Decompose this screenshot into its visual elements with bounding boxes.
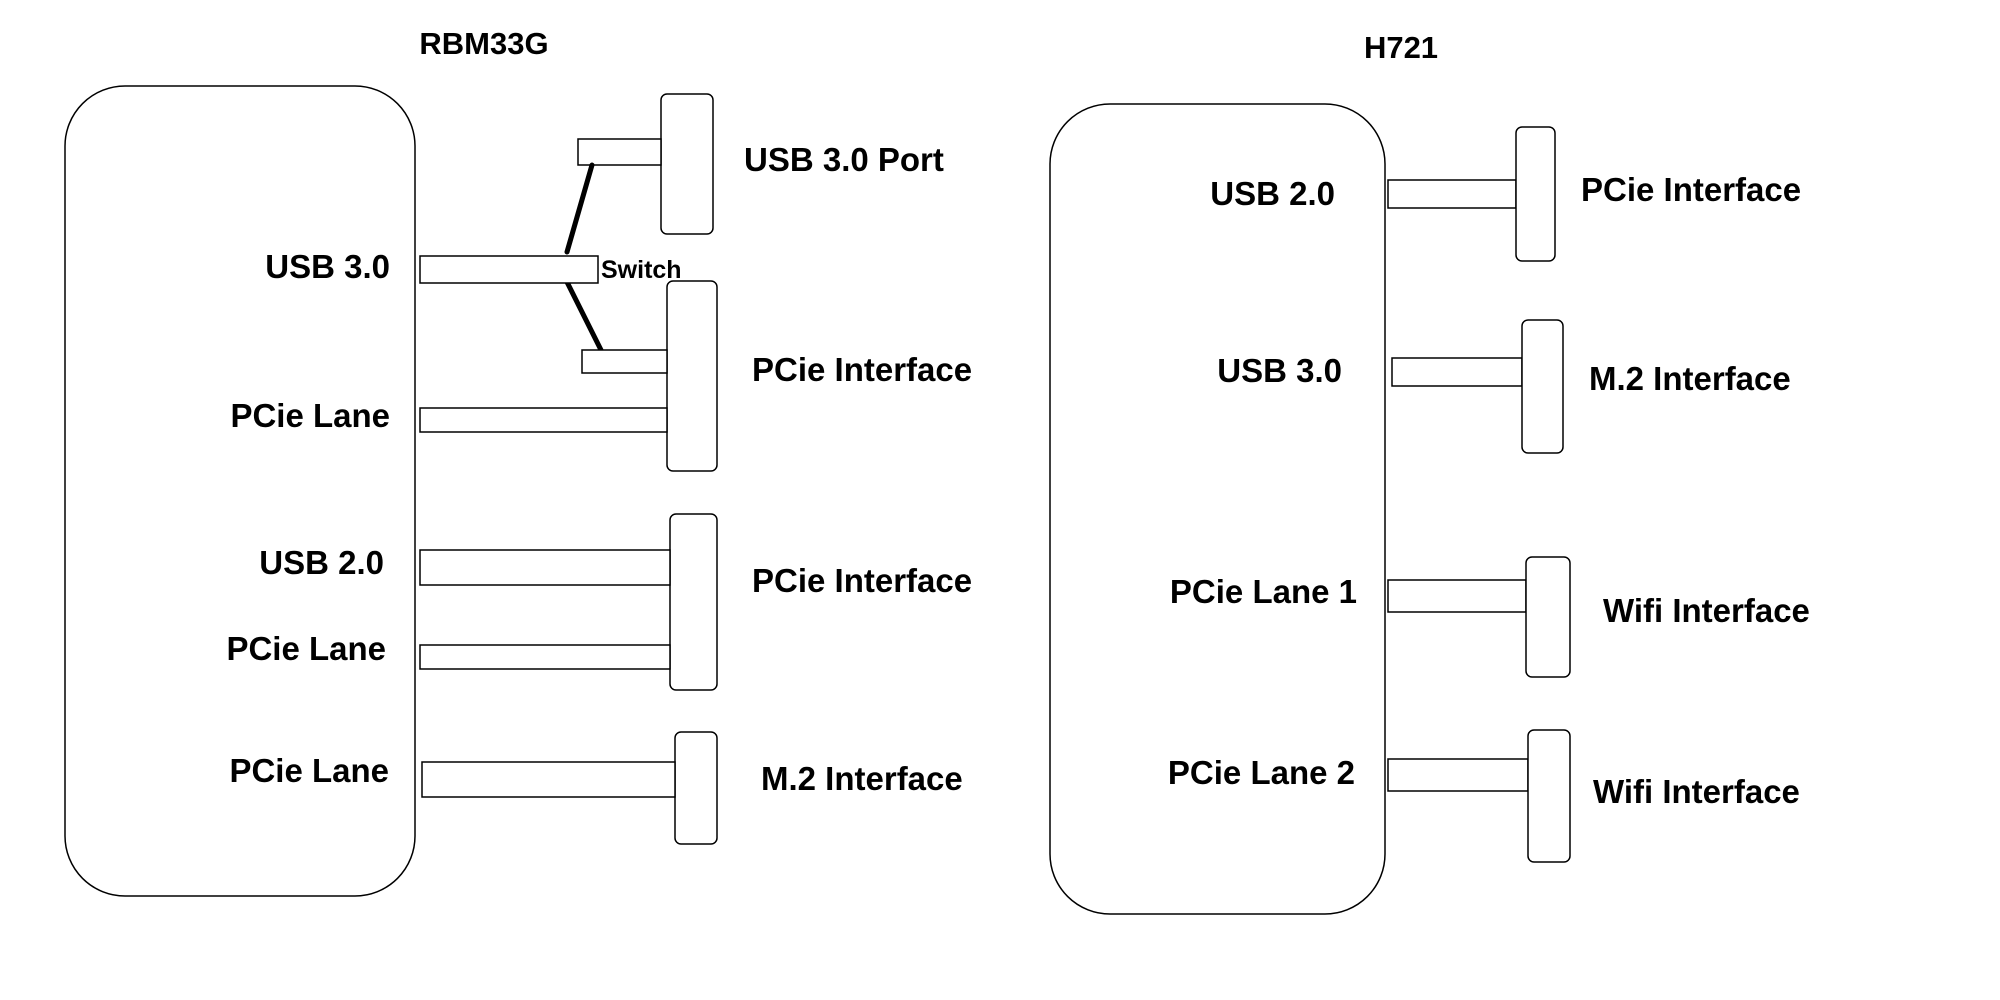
h721-pcie-interface-connector (1515, 126, 1556, 262)
h721-device-pcie-interface-label: PCie Interface (1581, 171, 1801, 208)
h721-usb30-trace (1391, 357, 1523, 387)
h721-port-usb20-label: USB 2.0 (1210, 175, 1335, 212)
h721-device-wifi-interface-2-label: Wifi Interface (1593, 773, 1800, 810)
rbm33g-pcie-lane-a-trace (419, 407, 668, 433)
rbm33g-port-pcie-lane-c-label: PCie Lane (229, 752, 389, 789)
h721-device-wifi-interface-1-label: Wifi Interface (1603, 592, 1810, 629)
rbm33g-switch-wire-upper (564, 162, 595, 255)
rbm33g-switch-label: Switch (601, 256, 682, 284)
rbm33g-port-usb30-label: USB 3.0 (265, 248, 390, 285)
rbm33g-usb20-trace (419, 549, 671, 586)
h721-wifi-interface-2-connector (1527, 729, 1571, 863)
rbm33g-port-pcie-lane-b-label: PCie Lane (226, 630, 386, 667)
h721-port-pcie-lane-1-label: PCie Lane 1 (1170, 573, 1357, 610)
h721-diagram: H721 USB 2.0 USB 3.0 PCie Lane 1 PCie La… (1049, 30, 1810, 915)
h721-port-pcie-lane-2-label: PCie Lane 2 (1168, 754, 1355, 791)
h721-port-usb30-label: USB 3.0 (1217, 352, 1342, 389)
h721-wifi-interface-1-connector (1525, 556, 1571, 678)
h721-device-m2-interface-label: M.2 Interface (1589, 360, 1791, 397)
h721-usb20-trace (1387, 179, 1517, 209)
rbm33g-device-pcie-interface-b-label: PCie Interface (752, 562, 972, 599)
h721-pcie-lane-2-trace (1387, 758, 1529, 792)
rbm33g-pcie-interface-b-connector (669, 513, 718, 691)
rbm33g-pcie-interface-a-connector (666, 280, 718, 472)
h721-title: H721 (1364, 30, 1438, 65)
rbm33g-device-m2-interface-label: M.2 Interface (761, 760, 963, 797)
h721-m2-interface-connector (1521, 319, 1564, 454)
rbm33g-diagram: RBM33G USB 3.0 PCie Lane USB 2.0 PCie La… (64, 26, 972, 897)
h721-board (1049, 103, 1386, 915)
rbm33g-usb30-port-connector (660, 93, 714, 235)
rbm33g-usb30-port-stub (577, 138, 662, 166)
rbm33g-title: RBM33G (419, 26, 548, 61)
rbm33g-device-pcie-interface-a-label: PCie Interface (752, 351, 972, 388)
rbm33g-usb30-trace (419, 255, 599, 284)
rbm33g-switch-to-pcie-stub (581, 349, 668, 374)
rbm33g-pcie-lane-c-trace (421, 761, 676, 798)
h721-pcie-lane-1-trace (1387, 579, 1527, 613)
rbm33g-board (64, 85, 416, 897)
rbm33g-m2-interface-connector (674, 731, 718, 845)
rbm33g-port-pcie-lane-a-label: PCie Lane (230, 397, 390, 434)
rbm33g-port-usb20-label: USB 2.0 (259, 544, 384, 581)
rbm33g-device-usb30-port-label: USB 3.0 Port (744, 141, 944, 178)
rbm33g-switch-wire-lower (564, 279, 604, 353)
rbm33g-pcie-lane-b-trace (419, 644, 671, 670)
